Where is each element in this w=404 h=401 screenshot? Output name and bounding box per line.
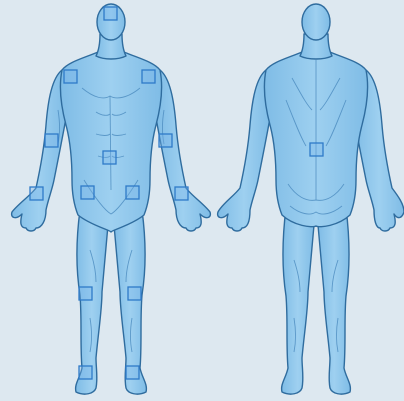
square-marker-icon xyxy=(159,134,172,147)
square-marker-icon xyxy=(30,187,43,200)
square-marker-icon xyxy=(45,134,58,147)
square-marker-icon xyxy=(126,186,139,199)
left-wrist-marker[interactable] xyxy=(175,187,188,200)
abdomen-marker[interactable] xyxy=(103,151,116,164)
square-marker-icon xyxy=(310,143,323,156)
square-marker-icon xyxy=(142,70,155,83)
right-shoulder-marker[interactable] xyxy=(64,70,77,83)
left-knee-marker[interactable] xyxy=(128,287,141,300)
lower-back-marker[interactable] xyxy=(310,143,323,156)
square-marker-icon xyxy=(64,70,77,83)
left-shoulder-marker[interactable] xyxy=(142,70,155,83)
back-head xyxy=(302,4,330,40)
square-marker-icon xyxy=(126,366,139,379)
left-upper-arm-marker[interactable] xyxy=(159,134,172,147)
right-ankle-marker[interactable] xyxy=(79,366,92,379)
right-thigh-marker[interactable] xyxy=(81,186,94,199)
right-knee-marker[interactable] xyxy=(79,287,92,300)
square-marker-icon xyxy=(81,186,94,199)
square-marker-icon xyxy=(79,366,92,379)
square-marker-icon xyxy=(79,287,92,300)
head-front-marker[interactable] xyxy=(104,7,117,20)
left-ankle-marker[interactable] xyxy=(126,366,139,379)
right-upper-arm-marker[interactable] xyxy=(45,134,58,147)
left-thigh-marker[interactable] xyxy=(126,186,139,199)
square-marker-icon xyxy=(175,187,188,200)
square-marker-icon xyxy=(103,151,116,164)
square-marker-icon xyxy=(128,287,141,300)
square-marker-icon xyxy=(104,7,117,20)
right-wrist-marker[interactable] xyxy=(30,187,43,200)
